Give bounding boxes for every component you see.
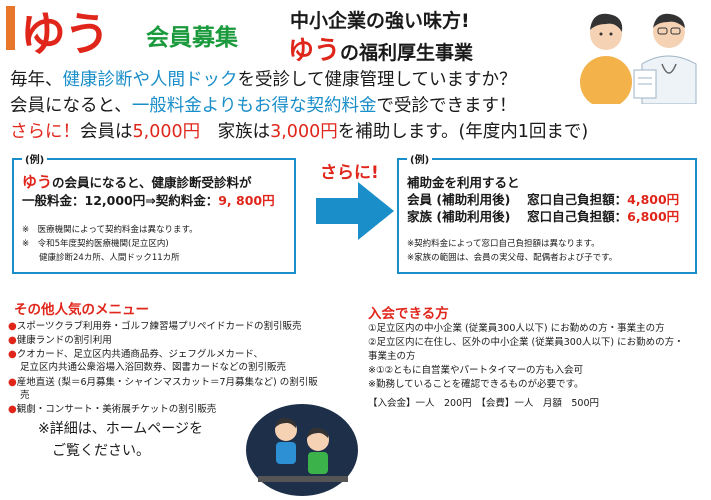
- member-copay: 4,800円: [627, 192, 680, 207]
- headline-rest: の福利厚生事業: [340, 42, 474, 64]
- menu-item-text: 観劇・コンサート・美術展チケットの割引販売: [16, 404, 217, 415]
- detail-line: ※詳細は、ホームページを: [38, 421, 204, 437]
- example-tag: (例): [22, 151, 48, 166]
- menu-item: ●健康ランドの割引利用: [8, 335, 112, 346]
- doctor-consultation-illustration: [580, 13, 697, 104]
- menu-item: ●スポーツクラブ利用券・ゴルフ練習場プリペイドカードの割引販売: [8, 321, 302, 332]
- lead-highlight: 健康診断や人間ドック: [62, 70, 238, 90]
- brand-accent-bar: [6, 6, 15, 50]
- lead-line-3: さらに！会員は5,000円 家族は3,000円を補助します。(年度内1回まで): [10, 118, 588, 143]
- example-box-subsidy: (例) 補助金を利用すると 会員 (補助利用後) 窓口自己負担額：4,800円 …: [397, 151, 697, 274]
- subsidy-note-1: ※契約料金によって窓口自己負担額は異なります。: [407, 239, 600, 249]
- join-condition: ①足立区内の中小企業 (従業員300人以下) にお勤めの方・事業主の方: [368, 323, 665, 334]
- lead-highlight: 一般料金よりもお得な契約料金: [131, 96, 377, 116]
- example-fee-line-1: ゆうの会員になると、健康診断受診料が: [22, 174, 252, 191]
- subsidy-line-member: 会員 (補助利用後) 窓口自己負担額：4,800円: [407, 191, 679, 208]
- join-note: ※勤務していることを確認できるものが必要です。: [368, 379, 584, 390]
- join-condition: ②足立区内に在住し、区外の中小企業 (従業員300人以下) にお勤めの方・: [368, 337, 684, 348]
- menu-item: ●観劇・コンサート・美術展チケットの割引販売: [8, 404, 217, 415]
- recruit-title: 会員募集: [146, 25, 238, 51]
- join-fees: 【入会金】一人 200円 【会費】一人 月額 500円: [368, 398, 600, 409]
- menu-item-text: クオカード、足立区内共通商品券、ジェフグルメカード、: [16, 349, 263, 360]
- lead-text: 会員になると、: [10, 96, 132, 116]
- lead-text: を補助します。(年度内1回まで): [337, 122, 589, 142]
- example-text: 一般料金：12,000円⇒契約料金：: [22, 193, 219, 208]
- lead-text: で受診できます！: [376, 96, 517, 116]
- menu-item-text: 産地直送 (梨＝6月募集・シャインマスカット＝7月募集など) の割引販: [16, 377, 318, 388]
- join-condition: 事業主の方: [368, 351, 416, 362]
- contract-price: 9, 800円: [218, 193, 275, 208]
- member-subsidy-amount: 5,000円: [132, 122, 201, 142]
- arrow-right-icon: [316, 182, 394, 240]
- brand-logo: ゆう: [20, 7, 110, 61]
- join-section-title: 入会できる方: [368, 306, 449, 322]
- example-note-1: ※ 医療機関によって契約料金は異なります。: [22, 225, 198, 235]
- headline-2: ゆうの福利厚生事業: [288, 30, 473, 67]
- example-note-3: 健康診断24カ所、人間ドック11カ所: [22, 253, 180, 263]
- detail-note: ※詳細は、ホームページを ご覧ください。: [38, 418, 203, 462]
- subsidy-note-2: ※家族の範囲は、会員の実父母、配偶者および子です。: [407, 253, 618, 263]
- family-subsidy-amount: 3,000円: [270, 122, 338, 142]
- menu-item-text: スポーツクラブ利用券・ゴルフ練習場プリペイドカードの割引販売: [16, 321, 302, 332]
- example-text: 家族 (補助利用後) 窓口自己負担額：: [407, 209, 628, 224]
- subsidy-line-family: 家族 (補助利用後) 窓口自己負担額：6,800円: [407, 208, 679, 225]
- example-note-2: ※ 令和5年度契約医療機関(足立区内): [22, 239, 169, 249]
- menu-item-continuation: 売: [20, 390, 30, 401]
- example-box-fee: (例) ゆうの会員になると、健康診断受診料が 一般料金：12,000円⇒契約料金…: [12, 151, 296, 274]
- more-label: さらに!: [320, 163, 379, 183]
- subsidy-line-1: 補助金を利用すると: [407, 175, 520, 190]
- menu-item-text: 健康ランドの割引利用: [16, 335, 112, 346]
- join-note: ※①②ともに自営業やパートタイマーの方も入会可: [368, 365, 583, 376]
- example-text: 会員 (補助利用後) 窓口自己負担額：: [407, 192, 628, 207]
- family-copay: 6,800円: [627, 209, 680, 224]
- example-fee-line-2: 一般料金：12,000円⇒契約料金：9, 800円: [22, 192, 275, 209]
- detail-line: ご覧ください。: [52, 443, 150, 459]
- lead-line-1: 毎年、健康診断や人間ドックを受診して健康管理していますか？: [10, 66, 516, 91]
- brand-inline: ゆう: [22, 173, 53, 191]
- lead-text: 家族は: [200, 122, 271, 142]
- lead-text: を受診して健康管理していますか？: [237, 70, 517, 90]
- menu-item: ●クオカード、足立区内共通商品券、ジェフグルメカード、: [8, 349, 263, 360]
- treadmill-illustration: [246, 404, 358, 496]
- lead-line-2: 会員になると、一般料金よりもお得な契約料金で受診できます！: [10, 92, 516, 117]
- menu-item: ●産地直送 (梨＝6月募集・シャインマスカット＝7月募集など) の割引販: [8, 377, 318, 388]
- headline-1: 中小企業の強い味方!: [290, 10, 470, 32]
- headline-brand: ゆう: [288, 36, 341, 66]
- lead-emphasis: さらに！: [10, 122, 80, 142]
- lead-text: 会員は: [80, 122, 133, 142]
- example-text: の会員になると、健康診断受診料が: [52, 175, 252, 190]
- menu-section-title: その他人気のメニュー: [14, 302, 149, 318]
- lead-text: 毎年、: [10, 70, 63, 90]
- menu-item-continuation: 足立区内共通公衆浴場入浴回数券、図書カードなどの割引販売: [20, 362, 287, 373]
- example-tag: (例): [407, 151, 433, 166]
